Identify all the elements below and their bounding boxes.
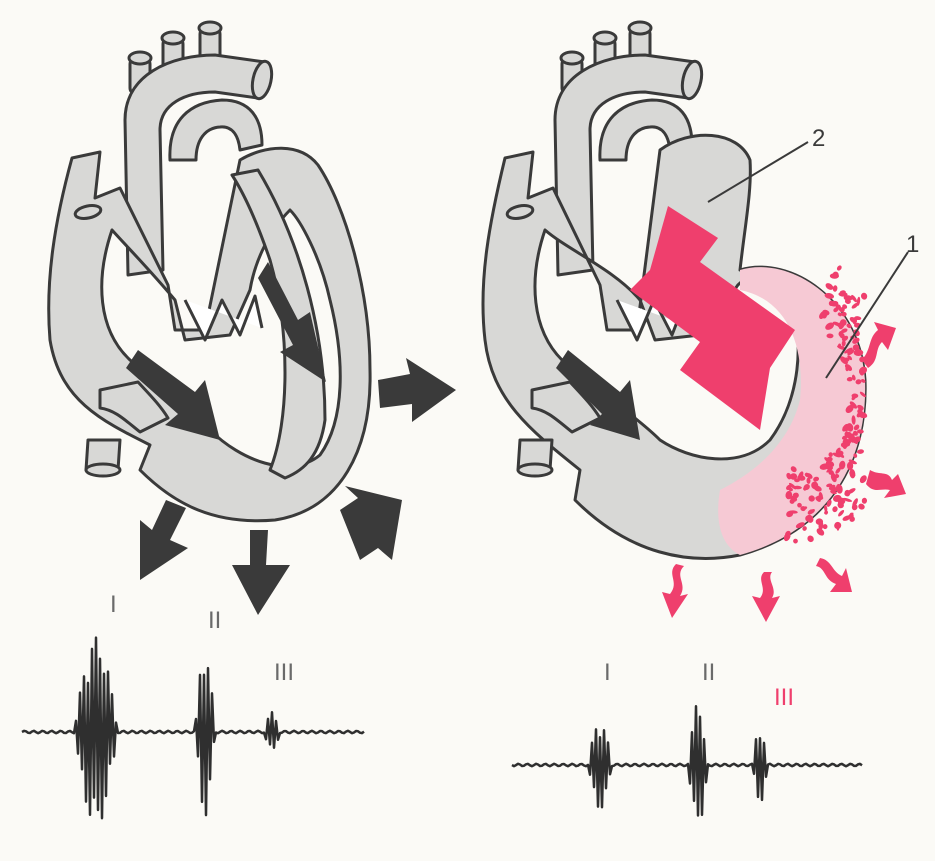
left-outward-arrow-right bbox=[378, 358, 456, 422]
left-outward-arrow-bottom-right bbox=[340, 486, 402, 560]
left-label-III: III bbox=[274, 659, 294, 686]
pink-speckle bbox=[824, 510, 829, 515]
pink-speckle bbox=[806, 534, 815, 543]
pink-speckle bbox=[837, 509, 845, 517]
left-outward-arrow-bottom bbox=[232, 530, 290, 615]
right-phonocardiogram: I II III bbox=[512, 659, 862, 816]
pink-arrow-bottom-right bbox=[816, 558, 852, 592]
left-label-I: I bbox=[110, 591, 117, 618]
callout-label-2: 2 bbox=[812, 125, 825, 152]
pink-arrow-right-upper bbox=[862, 322, 896, 368]
callout-label-1: 1 bbox=[906, 231, 919, 258]
left-label-II: II bbox=[208, 607, 221, 634]
left-pulmonary-trunk bbox=[170, 100, 262, 160]
pink-arrow-bottom bbox=[752, 572, 780, 622]
left-outward-arrow-bottom-left bbox=[140, 500, 188, 580]
pink-arrow-right-middle bbox=[866, 470, 906, 498]
right-label-I: I bbox=[604, 659, 611, 686]
pink-speckle bbox=[862, 498, 868, 504]
pink-speckle bbox=[832, 506, 839, 513]
left-trace bbox=[22, 638, 364, 819]
pink-speckle bbox=[836, 265, 843, 272]
pink-speckle bbox=[857, 449, 865, 455]
left-phonocardiogram: I II III bbox=[22, 591, 364, 818]
pink-speckle bbox=[832, 285, 837, 292]
pink-arrow-bottom-left bbox=[662, 564, 688, 618]
right-label-II: II bbox=[702, 659, 715, 686]
pink-speckle bbox=[860, 292, 868, 300]
right-label-III: III bbox=[774, 684, 794, 711]
pink-speckle bbox=[854, 349, 864, 356]
right-trace bbox=[512, 706, 862, 815]
left-heart bbox=[49, 22, 370, 521]
pink-speckle bbox=[793, 538, 798, 543]
